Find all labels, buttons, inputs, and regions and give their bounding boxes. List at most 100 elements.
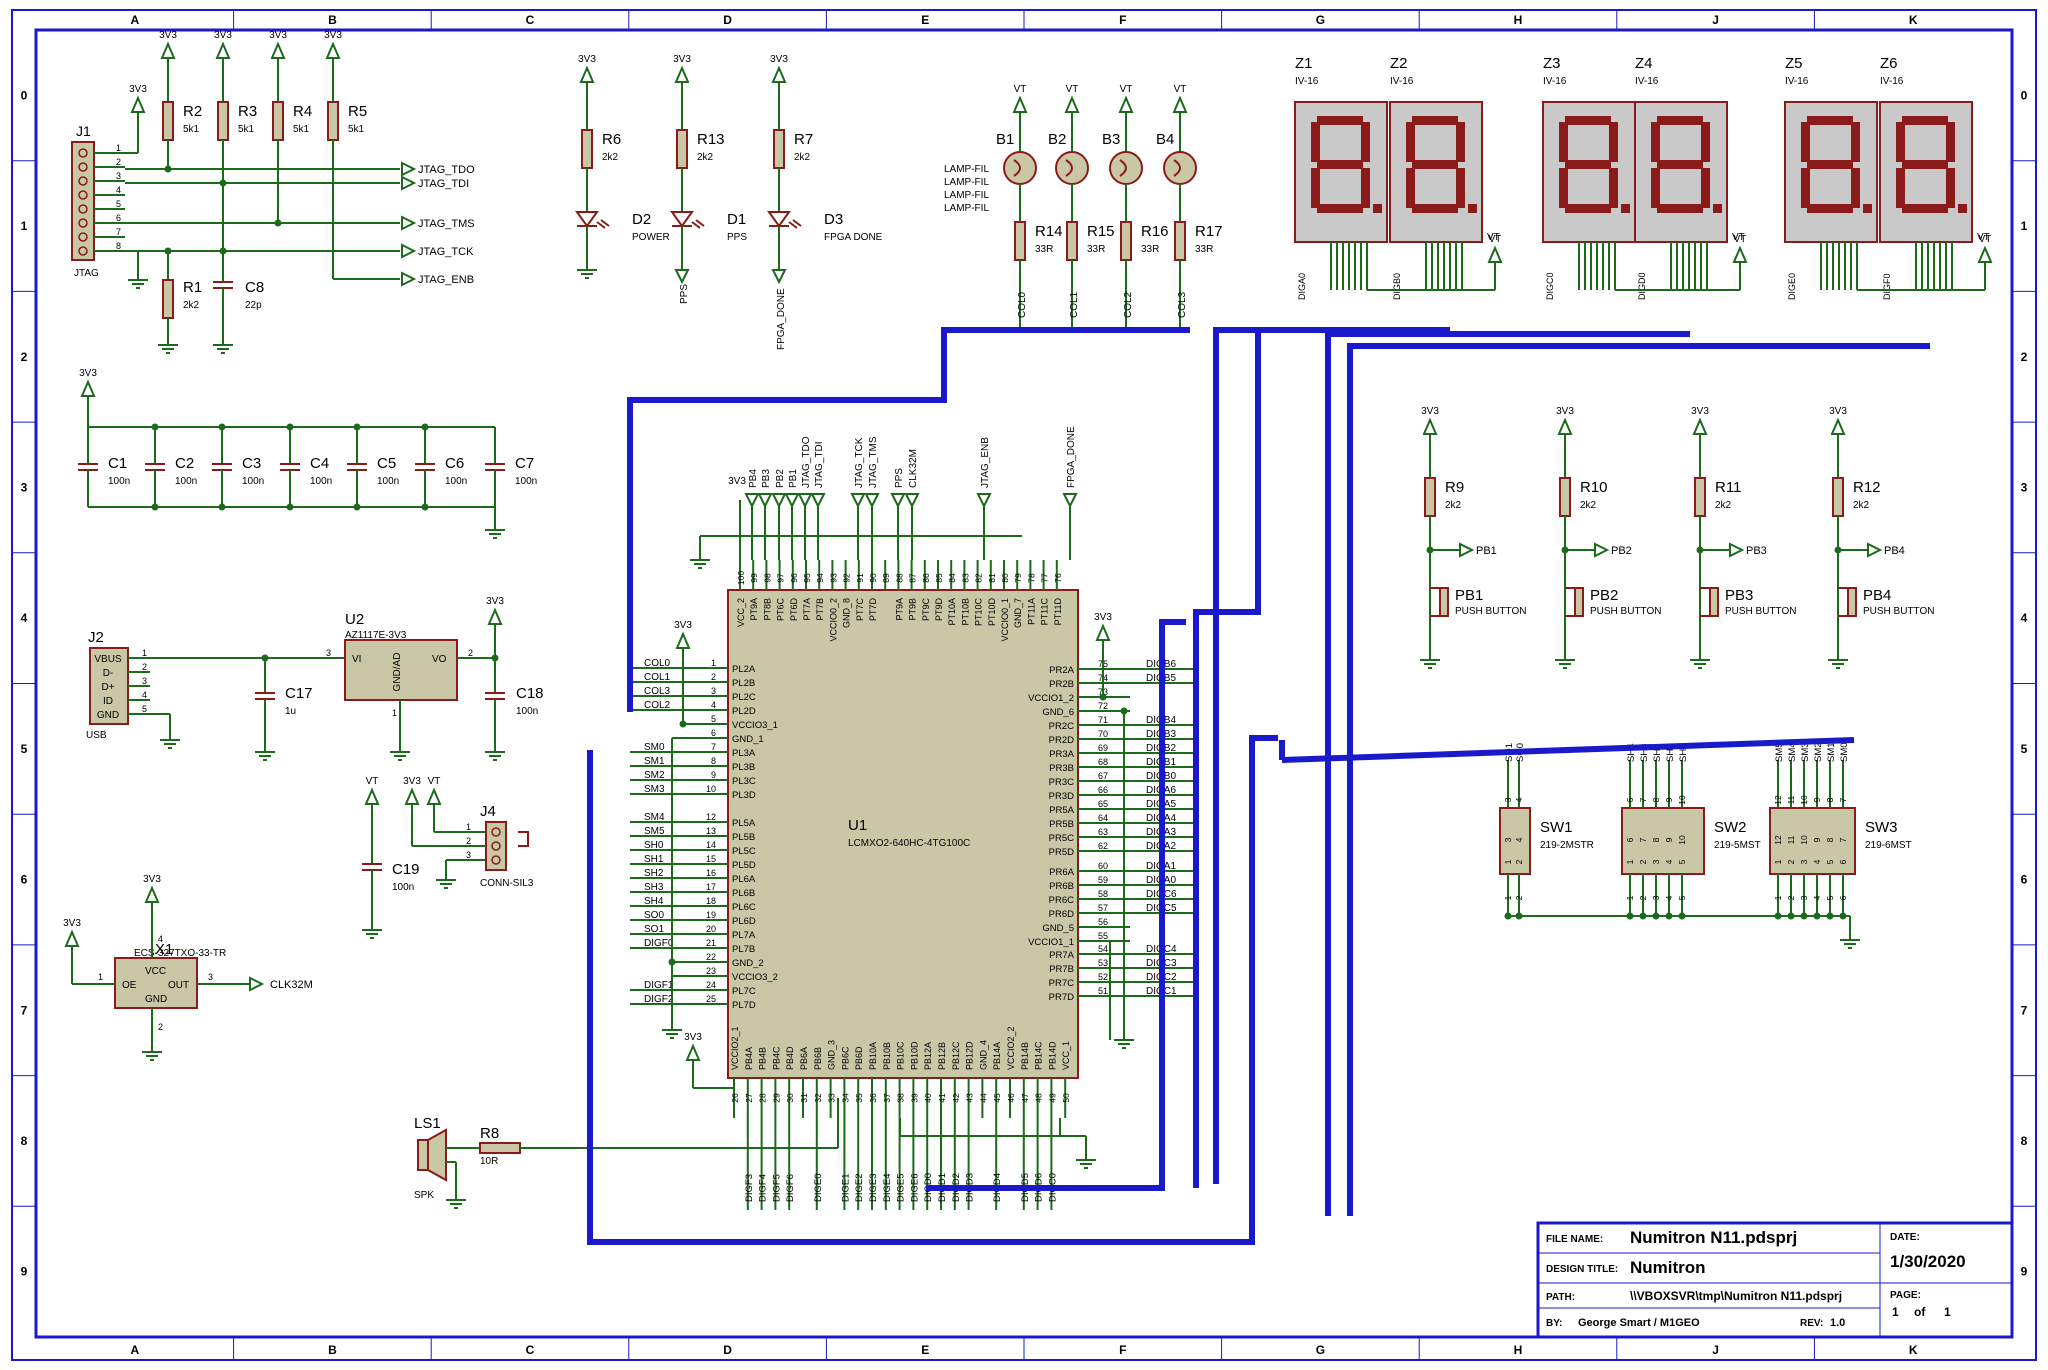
pin-name: PT10C [974,598,984,627]
pin-name: PB14A [992,1042,1002,1070]
power-label: VT [1014,84,1027,95]
led-ref: D1 [727,211,746,228]
pin-number: 10 [706,784,716,794]
ground-icon [485,751,505,761]
design-title-label: DESIGN TITLE: [1546,1264,1618,1275]
net-name: SM4 [1787,742,1798,762]
pin-number: 16 [706,868,716,878]
segment [1701,168,1710,208]
segment [1565,116,1611,125]
path-label: PATH: [1546,1292,1575,1303]
resistor-body [1559,477,1571,517]
pin-name: PB14D [1047,1041,1057,1070]
decimal-point [1621,204,1630,213]
resistor-body [272,101,284,141]
net-arrow [850,493,866,509]
pin-name: PB10B [882,1042,892,1070]
net-name: DIGE1 [840,1173,851,1202]
connector-pin [78,148,88,158]
resistor-ref: R14 [1035,223,1063,240]
pin-name: PT9C [921,598,931,622]
pin-number: 8 [1825,837,1835,842]
tube-value: IV-16 [1785,76,1809,87]
pin-number: 5 [1825,859,1835,864]
power-label: 3V3 [1556,406,1574,417]
net-name: JTAG_TCK [418,246,474,258]
pin-name: PR7B [1049,964,1074,975]
power-arrow [160,41,176,59]
pin-name: PB14B [1020,1042,1030,1070]
pin-name: PB10C [896,1041,906,1070]
ground-icon [690,559,710,569]
net-name: DIGD0 [1637,272,1647,300]
net-arrow [249,976,265,992]
net-label: PB2 [1594,542,1632,558]
capacitor-value: 100n [515,476,537,487]
pin-number: 1 [1773,859,1783,864]
pin-name: PB4C [771,1046,781,1070]
pin-number: 2 [711,672,716,682]
power-3v3-icon: 3V3 [1691,406,1709,435]
pin-number: 47 [1020,1093,1030,1103]
pin-number: 51 [1098,986,1108,996]
bus-col [627,327,1190,712]
segment [1311,122,1320,162]
tube-value: IV-16 [1390,76,1414,87]
numitron-display [1879,101,1973,243]
designator: J4 [480,803,496,820]
tube-section: Z1IV-16DIGA0Z2IV-16DIGB0Z3IV-16DIGC0Z4IV… [1294,55,1993,300]
segment [1902,160,1948,169]
pin-name: PB6A [799,1047,809,1070]
power-label: VT [366,776,379,787]
capacitor-value: 1u [285,706,296,717]
net-arrow [674,269,690,285]
pin-name: PT6C [776,598,786,622]
pin-number: 3 [1651,859,1661,864]
ground-icon [662,1029,682,1039]
pin-name: GND_2 [732,958,764,969]
power-arrow [675,631,691,649]
pin-number: 72 [1098,701,1108,711]
net-label: PB4 [1867,542,1905,558]
resistor-value: 33R [1141,244,1159,255]
pin-name: PB10A [868,1042,878,1070]
pin-name: VO [432,654,447,665]
pin-number: 7 [116,227,121,237]
pin-name: PR5D [1049,847,1074,858]
net-name: FPGA_DONE [776,288,787,350]
pin-name: PR3A [1049,749,1074,760]
pin-number: 97 [776,573,786,583]
pin-number: 70 [1098,729,1108,739]
pin-number: 53 [1098,958,1108,968]
grid-row-label: 6 [2021,873,2028,887]
power-3v3-icon: 3V3 [159,30,177,59]
pin-number: 66 [1098,785,1108,795]
fpga-section: U1LCMXO2-640HC-4TG100C100VCC_299PT9A98PT… [630,426,1195,1210]
pin-number: 3 [116,171,121,181]
pin-number: 11 [1786,835,1796,844]
pin-name: PL7D [732,1000,756,1011]
pin-name: PR3B [1049,763,1074,774]
pin-number: 7 [1638,797,1648,802]
pin-number: 6 [1625,797,1635,802]
pin-name: PL3D [732,790,756,801]
power-3v3-icon: 3V3 [269,30,287,59]
led-light-icon [691,219,705,229]
segment [1807,160,1853,169]
segment [1317,160,1363,169]
tube-value: IV-16 [1295,76,1319,87]
pin-number: 56 [1098,917,1108,927]
power-label: 3V3 [1421,406,1439,417]
pin-name: PB12D [965,1041,975,1070]
pin-name: PL5C [732,846,756,857]
ground-icon [390,751,410,761]
net-name: DIGA0 [1297,273,1307,300]
pin-name: PL2C [732,692,756,703]
pin-number: 7 [1838,797,1848,802]
power-arrow [270,41,286,59]
pin-number: 34 [840,1093,850,1103]
pin-name: PB14C [1034,1041,1044,1070]
by-label: BY: [1546,1318,1562,1329]
